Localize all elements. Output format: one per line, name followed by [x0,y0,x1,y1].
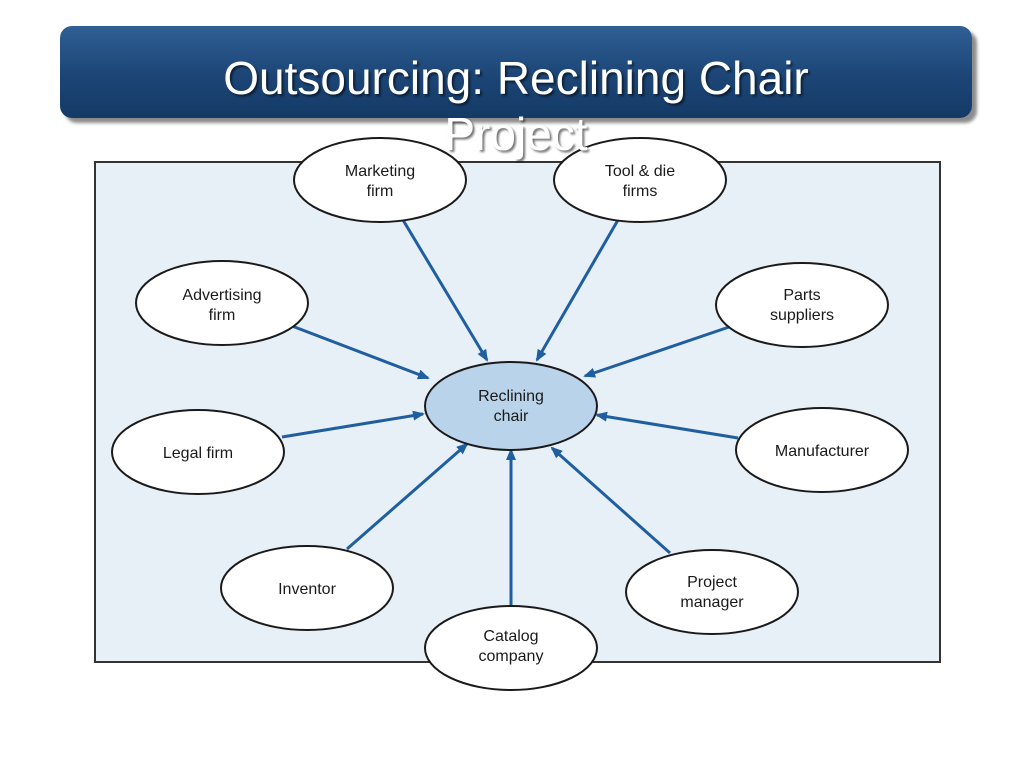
node-marketing-firm: Marketing firm [293,137,467,223]
node-label-1: Manufacturer [775,443,870,460]
node-label-1: Catalog [483,628,538,645]
node-shape [553,137,727,223]
arrow-tool-die-firms [535,219,620,362]
slide-title: Outsourcing: Reclining Chair Project [60,50,972,162]
node-shape [424,605,598,691]
arrow-legal-firm [281,410,425,439]
center-node-shape [424,361,598,451]
arrow-inventor [346,442,469,551]
node-label-1: Project [687,574,737,591]
node-project-manager: Project manager [625,549,799,635]
arrow-advertising-firm [291,324,430,380]
center-node: Reclining chair [424,361,598,451]
slide-title-line-1: Outsourcing: Reclining Chair [223,52,809,104]
node-shape [135,260,309,346]
node-parts-suppliers: Parts suppliers [715,262,889,348]
node-label-2: manager [680,594,744,611]
node-label-2: firm [367,183,394,200]
arrows [281,219,739,608]
arrow-marketing-firm [401,219,489,362]
arrow-manufacturer [595,411,739,440]
node-legal-firm: Legal firm [111,409,285,495]
node-shape [735,407,909,493]
node-label-1: Advertising [182,287,261,304]
node-label-1: Tool & die [605,163,675,180]
node-manufacturer: Manufacturer [735,407,909,493]
node-catalog-company: Catalog company [424,605,598,691]
center-node-label-2: chair [494,408,529,425]
node-label-1: Marketing [345,163,415,180]
arrow-parts-suppliers [583,324,733,378]
node-label-1: Legal firm [163,445,233,462]
center-node-label-1: Reclining [478,388,544,405]
node-shape [625,549,799,635]
node-label-1: Inventor [278,581,336,598]
node-shape [715,262,889,348]
node-label-2: firms [623,183,658,200]
node-shape [111,409,285,495]
slide-title-line-2: Project [444,108,588,160]
title-bar [60,26,972,118]
node-shape [293,137,467,223]
arrow-project-manager [550,446,671,555]
node-tool-die-firms: Tool & die firms [553,137,727,223]
node-label-1: Parts [783,287,820,304]
node-inventor: Inventor [220,545,394,631]
node-label-2: suppliers [770,307,834,324]
node-label-2: firm [209,307,236,324]
node-label-2: company [479,648,544,665]
node-advertising-firm: Advertising firm [135,260,309,346]
node-shape [220,545,394,631]
